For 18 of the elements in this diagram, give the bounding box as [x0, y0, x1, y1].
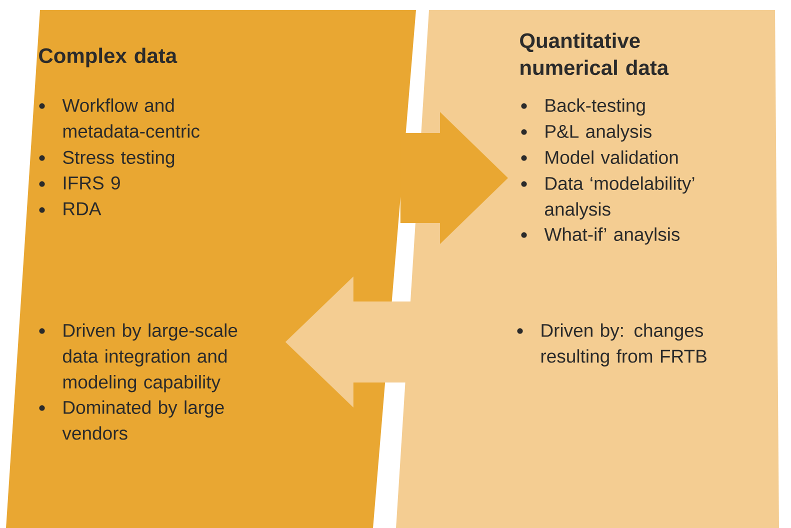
bullet-item: Model validation: [521, 150, 678, 164]
panel: [396, 10, 779, 528]
bullet-item: What-if’ anaylsis: [521, 227, 680, 245]
panel: [6, 10, 416, 528]
bullet-item: P&L analysis: [521, 124, 652, 142]
heading: Quantitative numerical data: [520, 32, 669, 76]
bullet-item: Stress testing: [39, 150, 174, 168]
bullet-item: Data ‘modelability’ analysis: [521, 176, 694, 220]
heading: Complex data: [39, 48, 178, 68]
bullet-item: Driven by: changes resulting from FRTB: [517, 323, 706, 366]
bullet-item: Dominated by large vendors: [39, 400, 224, 440]
bullet-item: Back-testing: [521, 98, 645, 116]
bullet-item: RDA: [39, 202, 102, 216]
bullet-item: IFRS 9: [39, 176, 120, 190]
block-arrow: [285, 276, 412, 408]
bullet-item: Driven by large-scale data integration and modeling capability: [39, 323, 238, 392]
bullet-item: Workflow and metadata-centric: [39, 98, 200, 138]
block-arrow: [400, 112, 508, 244]
